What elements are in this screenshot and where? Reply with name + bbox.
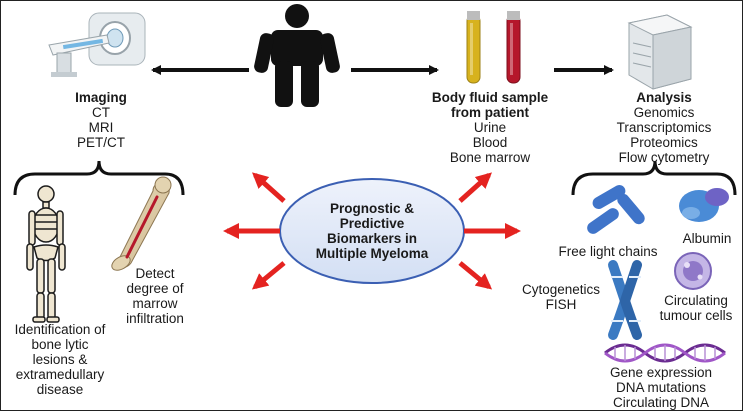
circulating-line-2: tumour cells: [659, 308, 733, 323]
skeleton-icon: [26, 185, 66, 323]
bone-line-5: disease: [36, 382, 84, 397]
person-icon: [254, 4, 340, 107]
bone-lesion-block: Identification of bone lytic lesions & e…: [3, 322, 117, 397]
tumour-cell-icon: [674, 252, 712, 290]
imaging-title: Imaging: [75, 90, 127, 105]
analysis-item-genomics: Genomics: [633, 105, 695, 120]
albumin-protein-icon: [679, 188, 729, 222]
mri-scanner-icon: [48, 12, 146, 77]
cytogenetics-line-1: Cytogenetics: [521, 282, 601, 297]
center-line-3: Biomarkers in: [326, 231, 418, 246]
center-title: Prognostic & Predictive Biomarkers in Mu…: [297, 201, 447, 261]
analysis-item-flow: Flow cytometry: [618, 150, 710, 165]
blood-tubes-icon: [466, 11, 521, 84]
analysis-item-transcriptomics: Transcriptomics: [616, 120, 712, 135]
light-chains-icon: [587, 185, 645, 234]
circulating-line-1: Circulating: [664, 293, 728, 308]
imaging-block: Imaging CT MRI PET/CT: [61, 90, 141, 150]
bone-line-1: Identification of: [14, 322, 106, 337]
center-line-4: Multiple Myeloma: [315, 246, 429, 261]
analysis-block: Analysis Genomics Transcriptomics Proteo…: [599, 90, 729, 165]
bone-line-2: bone lytic: [31, 337, 89, 352]
right-brace: [571, 160, 737, 196]
left-brace: [13, 160, 185, 196]
dna-helix-icon: [604, 343, 726, 363]
imaging-item-ct: CT: [92, 105, 110, 120]
gene-line-2: DNA mutations: [615, 380, 707, 395]
body-fluid-item-marrow: Bone marrow: [449, 150, 531, 165]
bone-line-3: lesions &: [32, 352, 88, 367]
center-line-2: Predictive: [339, 216, 405, 231]
red-arrow-down-right: [458, 261, 493, 290]
gene-line-1: Gene expression: [609, 365, 713, 380]
cytogenetics-line-2: FISH: [545, 297, 577, 312]
imaging-item-petct: PET/CT: [76, 135, 125, 150]
red-arrow-up-right: [458, 172, 492, 203]
center-line-1: Prognostic &: [329, 201, 414, 216]
body-fluid-block: Body fluid sample from patient Urine Blo…: [415, 90, 565, 165]
red-arrow-down-left: [251, 261, 286, 290]
marrow-line-1: Detect: [135, 266, 175, 281]
albumin-label: Albumin: [682, 231, 732, 246]
gene-line-3: Circulating DNA: [612, 395, 710, 410]
marrow-line-4: infiltration: [126, 311, 184, 326]
marrow-block: Detect degree of marrow infiltration: [105, 266, 205, 326]
chromosome-icon: [608, 260, 642, 340]
bone-line-4: extramedullary: [15, 367, 105, 382]
marrow-line-2: degree of: [126, 281, 184, 296]
gene-block: Gene expression DNA mutations Circulatin…: [591, 365, 731, 410]
body-fluid-item-blood: Blood: [472, 135, 508, 150]
marrow-line-3: marrow: [132, 296, 178, 311]
analysis-title: Analysis: [636, 90, 692, 105]
cytogenetics-block: Cytogenetics FISH: [515, 282, 607, 312]
red-arrow-up-left: [252, 172, 286, 203]
femur-bone-icon: [111, 176, 172, 271]
body-fluid-title-2: from patient: [450, 105, 529, 120]
free-light-chains-label: Free light chains: [558, 244, 658, 259]
circulating-cells-block: Circulating tumour cells: [651, 293, 741, 323]
body-fluid-title-1: Body fluid sample: [431, 90, 549, 105]
imaging-item-mri: MRI: [88, 120, 114, 135]
lab-analyzer-icon: [627, 14, 693, 90]
analysis-item-proteomics: Proteomics: [630, 135, 698, 150]
body-fluid-item-urine: Urine: [473, 120, 507, 135]
